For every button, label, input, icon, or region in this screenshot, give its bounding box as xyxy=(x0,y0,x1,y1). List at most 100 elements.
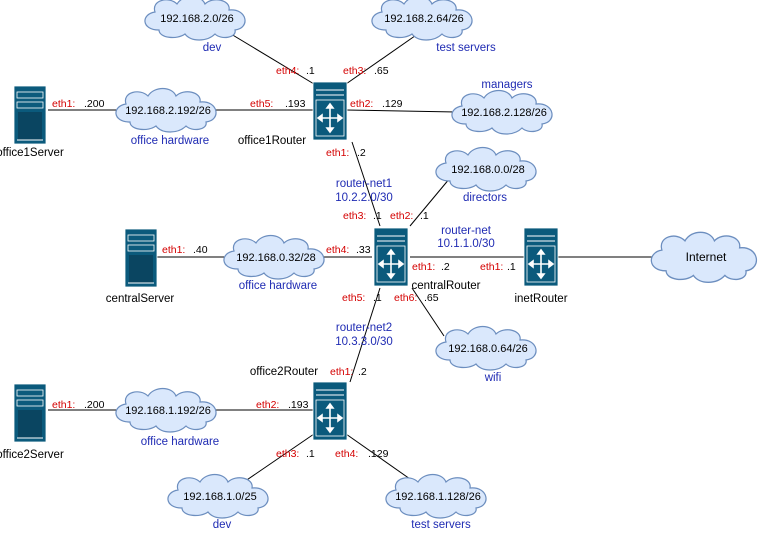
links xyxy=(48,30,654,487)
if-cr-eth6: eth6: xyxy=(394,292,417,304)
link-label-router-net2: router-net2 xyxy=(336,322,392,334)
if-o1r-eth4-ip: .1 xyxy=(306,65,315,77)
link-office2router-dev xyxy=(237,433,315,487)
cloud-label: 192.168.2.192/26 xyxy=(125,105,211,117)
if-cr-eth6-ip: .65 xyxy=(424,292,439,304)
if-o2r-eth2: eth2: xyxy=(256,399,279,411)
interface-labels: eth1: .200 eth5: .193 eth4: .1 eth3: .65… xyxy=(52,65,516,460)
if-o1r-eth3: eth3: xyxy=(343,65,366,77)
cloud-test-bottom: 192.168.1.128/26 xyxy=(385,473,487,519)
network-label-office2-hw: office hardware xyxy=(141,436,219,448)
if-cr-eth2-ip: .1 xyxy=(420,210,429,222)
if-o1r-eth5: eth5: xyxy=(250,98,273,110)
cloud-central-hw: 192.168.0.32/28 xyxy=(223,234,325,280)
if-cr-eth3-ip: .1 xyxy=(373,210,382,222)
link-office1router-centralrouter xyxy=(351,141,381,227)
link-label-router-net: router-net xyxy=(441,225,492,237)
if-ir-eth1-ip: .1 xyxy=(507,261,516,273)
network-label-central-hw: office hardware xyxy=(239,280,317,292)
inetrouter-icon[interactable] xyxy=(523,227,559,287)
cloud-wifi: 192.168.0.64/26 xyxy=(435,325,537,371)
cloud-label: 192.168.1.0/25 xyxy=(183,491,256,503)
if-cs-eth1: eth1: xyxy=(162,244,185,256)
cloud-dev-top: 192.168.2.0/26 xyxy=(144,0,246,41)
device-label-inetrouter: inetRouter xyxy=(514,293,567,305)
cloud-directors: 192.168.0.0/28 xyxy=(435,146,537,192)
cloud-internet: Internet xyxy=(650,231,758,283)
if-o2r-eth3-ip: .1 xyxy=(306,448,315,460)
if-o1r-eth2: eth2: xyxy=(350,98,373,110)
if-o2r-eth3: eth3: xyxy=(276,448,299,460)
office1router-icon[interactable] xyxy=(312,81,348,141)
if-cr-eth3: eth3: xyxy=(343,210,366,222)
if-cr-eth1: eth1: xyxy=(412,261,435,273)
cloud-label: 192.168.1.128/26 xyxy=(395,491,481,503)
if-o1s-eth1-ip: .200 xyxy=(84,98,105,110)
cloud-label: 192.168.0.32/28 xyxy=(236,252,316,264)
link-centralrouter-wifi xyxy=(411,287,445,337)
network-label-office1-hw: office hardware xyxy=(131,135,209,147)
network-label-wifi: wifi xyxy=(484,372,502,384)
network-label-dev-bottom: dev xyxy=(213,519,232,531)
link-office1router-managers xyxy=(345,109,457,113)
cloud-test-top: 192.168.2.64/26 xyxy=(371,0,473,41)
link-subnet-router-net2: 10.3.3.0/30 xyxy=(335,336,393,348)
device-label-office2server: office2Server xyxy=(0,449,64,461)
if-cr-eth5-ip: .1 xyxy=(373,292,382,304)
cloud-label: 192.168.2.64/26 xyxy=(384,13,464,25)
if-cr-eth5: eth5: xyxy=(342,292,365,304)
cloud-label: 192.168.2.128/26 xyxy=(461,107,547,119)
centralserver-icon[interactable] xyxy=(124,228,158,288)
if-o2r-eth1: eth1: xyxy=(330,366,353,378)
if-cs-eth1-ip: .40 xyxy=(193,244,208,256)
if-o1r-eth1: eth1: xyxy=(326,147,349,159)
if-o1r-eth5-ip: .193 xyxy=(285,98,306,110)
office1server-icon[interactable] xyxy=(13,85,47,145)
cloud-office2-hw: 192.168.1.192/26 xyxy=(115,387,217,433)
if-cr-eth1-ip: .2 xyxy=(441,261,450,273)
link-office1router-test xyxy=(345,30,423,85)
link-subnet-router-net: 10.1.1.0/30 xyxy=(437,238,495,250)
office2server-icon[interactable] xyxy=(13,383,47,443)
if-o1s-eth1: eth1: xyxy=(52,98,75,110)
network-label-managers: managers xyxy=(481,79,532,91)
office2router-icon[interactable] xyxy=(312,381,348,441)
network-label-test-top: test servers xyxy=(436,42,496,54)
if-cr-eth4-ip: .33 xyxy=(356,244,371,256)
device-label-office2router: office2Router xyxy=(250,366,318,378)
if-o2r-eth4: eth4: xyxy=(335,448,358,460)
cloud-label: 192.168.1.192/26 xyxy=(125,405,211,417)
link-centralrouter-office2router xyxy=(349,287,381,383)
cloud-managers: 192.168.2.128/26 xyxy=(451,89,553,135)
link-centralrouter-directors xyxy=(409,177,451,227)
if-o2r-eth2-ip: .193 xyxy=(288,399,309,411)
link-office1router-dev xyxy=(225,30,315,85)
network-label-dev-top: dev xyxy=(203,42,222,54)
cloud-label: Internet xyxy=(686,250,727,264)
if-o1r-eth4: eth4: xyxy=(276,65,299,77)
if-o2s-eth1: eth1: xyxy=(52,399,75,411)
if-cr-eth4: eth4: xyxy=(326,244,349,256)
device-label-centralrouter: centralRouter xyxy=(411,280,480,292)
if-o1r-eth3-ip: .65 xyxy=(374,65,389,77)
if-o1r-eth2-ip: .129 xyxy=(382,98,403,110)
link-label-router-net1: router-net1 xyxy=(336,178,392,190)
centralrouter-icon[interactable] xyxy=(373,227,409,287)
if-ir-eth1: eth1: xyxy=(480,261,503,273)
network-label-test-bottom: test servers xyxy=(411,519,471,531)
device-label-office1router: office1Router xyxy=(238,135,306,147)
if-o2s-eth1-ip: .200 xyxy=(84,399,105,411)
device-label-centralserver: centralServer xyxy=(106,293,175,305)
link-subnet-router-net1: 10.2.2.0/30 xyxy=(335,192,393,204)
cloud-label: 192.168.0.0/28 xyxy=(451,164,524,176)
device-label-office1server: office1Server xyxy=(0,147,64,159)
if-cr-eth2: eth2: xyxy=(390,210,413,222)
cloud-office1-hw: 192.168.2.192/26 xyxy=(115,87,217,133)
cloud-label: 192.168.0.64/26 xyxy=(448,343,528,355)
if-o2r-eth4-ip: .129 xyxy=(368,448,389,460)
cloud-dev-bottom: 192.168.1.0/25 xyxy=(167,473,269,519)
if-o1r-eth1-ip: .2 xyxy=(357,147,366,159)
network-label-directors: directors xyxy=(463,192,507,204)
cloud-label: 192.168.2.0/26 xyxy=(160,13,233,25)
